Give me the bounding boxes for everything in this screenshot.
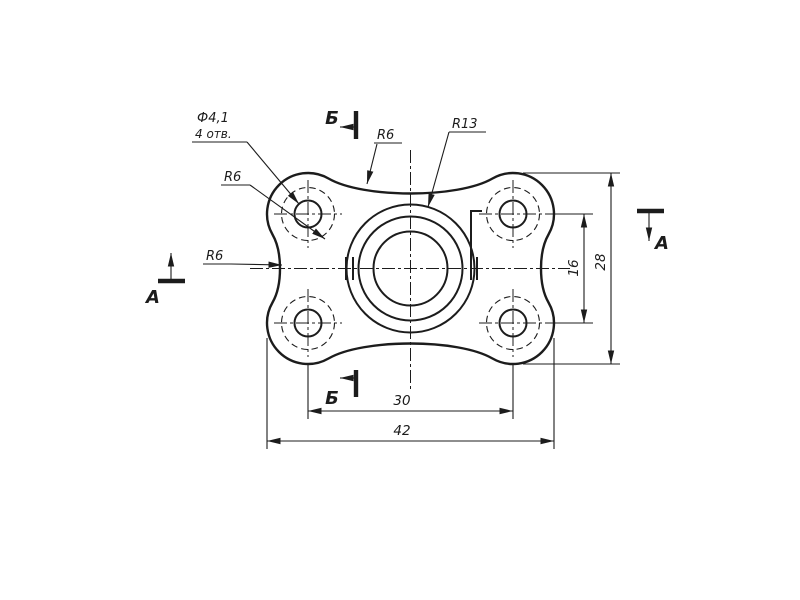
section-a-left-label: А <box>144 287 160 308</box>
dim-hole-spacing-horizontal: 30 <box>307 365 514 419</box>
r6-top-label: R6 <box>377 128 394 143</box>
callout-r13: R13 <box>427 117 486 208</box>
dim-overall-height: 28 <box>523 172 620 365</box>
section-mark-a-right: А <box>637 208 669 254</box>
r6-upper-leader <box>249 184 326 240</box>
dim-hole-spacing-vertical: 16 <box>547 213 593 324</box>
r13-label: R13 <box>452 117 478 132</box>
section-mark-a-left: А <box>144 253 185 308</box>
callout-r6-top: R6 <box>366 128 402 185</box>
r6-top-leader <box>366 143 378 185</box>
dim-16-value: 16 <box>566 259 582 276</box>
dim-42-value: 42 <box>393 423 410 439</box>
section-b-top-label: Б <box>325 108 339 129</box>
dim-overall-width: 42 <box>266 338 555 449</box>
callout-hole-spec: Ф4,1 4 отв. <box>192 111 300 205</box>
hole-spec-leader <box>246 141 300 205</box>
r6-left-label: R6 <box>206 249 223 264</box>
dim-28-value: 28 <box>593 253 609 270</box>
r13-leader <box>427 131 450 208</box>
section-a-right-label: А <box>653 233 669 254</box>
section-mark-b-bottom: Б <box>325 370 359 409</box>
r6-left-leader <box>230 261 283 268</box>
section-mark-b-top: Б <box>325 108 359 139</box>
callout-r6-left: R6 <box>203 249 283 268</box>
callout-r6-upper: R6 <box>221 170 326 240</box>
hole-spec-diameter: Ф4,1 <box>197 111 229 126</box>
hole-spec-count: 4 отв. <box>195 127 232 141</box>
section-step-line <box>470 210 482 280</box>
part-outline <box>265 171 556 366</box>
dim-30-value: 30 <box>393 393 410 409</box>
section-b-bottom-label: Б <box>325 388 339 409</box>
r6-upper-label: R6 <box>224 170 241 185</box>
